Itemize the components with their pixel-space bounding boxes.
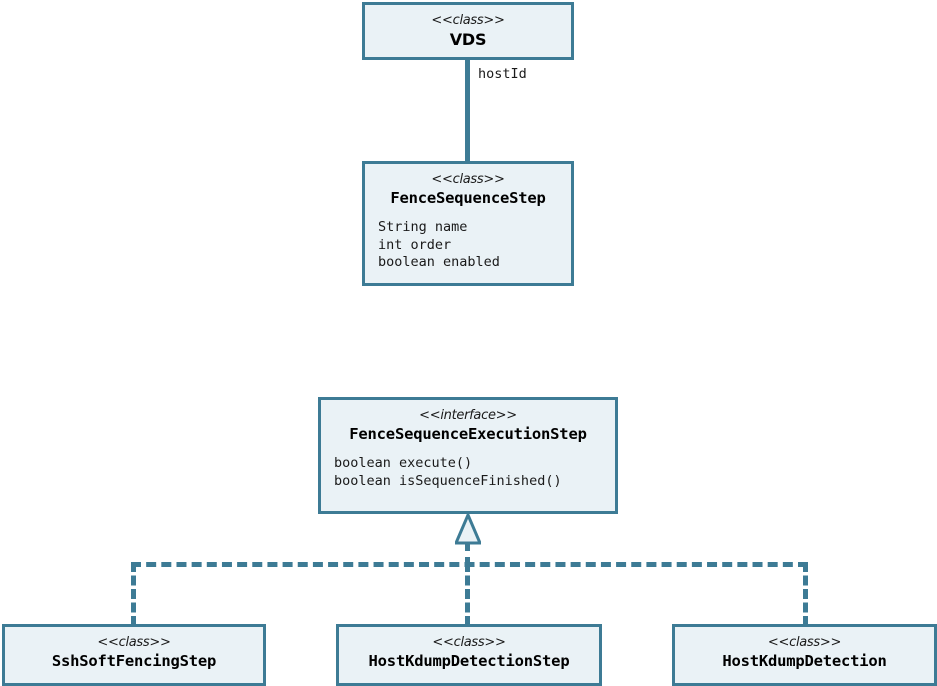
association-label-hostid: hostId (478, 66, 527, 82)
member-line: boolean execute() (334, 455, 473, 471)
class-header-host-kdump-detection-step: <<class>> HostKdumpDetectionStep (339, 627, 599, 678)
interface-name-label: FenceSequenceExecutionStep (349, 425, 587, 443)
realization-line-to-ssh-soft-fencing-step (131, 562, 136, 626)
realization-line-to-host-kdump-detection (803, 562, 808, 626)
stereotype-label: <<class>> (431, 172, 505, 187)
class-name-label: FenceSequenceStep (390, 189, 546, 207)
member-line: boolean isSequenceFinished() (334, 472, 562, 489)
stereotype-label: <<class>> (767, 635, 842, 650)
class-box-vds[interactable]: <<class>> VDS (362, 2, 574, 60)
class-name-label: SshSoftFencingStep (51, 652, 217, 670)
class-header-vds: <<class>> VDS (365, 5, 571, 56)
interface-box-fence-sequence-execution-step[interactable]: <<interface>> FenceSequenceExecutionStep… (318, 397, 618, 514)
class-header-host-kdump-detection: <<class>> HostKdumpDetection (675, 627, 934, 678)
member-line: String name (378, 219, 468, 235)
interface-members: boolean execute() boolean isSequenceFini… (321, 451, 615, 498)
realization-line-stem (465, 541, 470, 567)
realization-arrowhead-icon (455, 514, 481, 545)
realization-line-to-host-kdump-detection-step (465, 562, 470, 626)
member-line: boolean enabled (378, 254, 500, 270)
stereotype-label: <<class>> (431, 13, 505, 28)
interface-header: <<interface>> FenceSequenceExecutionStep (321, 400, 615, 451)
member-line: int order (378, 236, 452, 253)
class-box-host-kdump-detection-step[interactable]: <<class>> HostKdumpDetectionStep (336, 624, 602, 686)
stereotype-label: <<interface>> (419, 408, 517, 423)
class-name-label: VDS (449, 30, 487, 49)
class-box-host-kdump-detection[interactable]: <<class>> HostKdumpDetection (672, 624, 937, 686)
class-header-fence-sequence-step: <<class>> FenceSequenceStep (365, 164, 571, 215)
class-name-label: HostKdumpDetectionStep (368, 652, 570, 670)
class-members-fence-sequence-step: String name int order boolean enabled (365, 215, 571, 280)
class-name-label: HostKdumpDetection (722, 652, 887, 670)
class-header-ssh-soft-fencing-step: <<class>> SshSoftFencingStep (5, 627, 263, 678)
association-line-hostid (465, 58, 470, 163)
class-box-ssh-soft-fencing-step[interactable]: <<class>> SshSoftFencingStep (2, 624, 266, 686)
stereotype-label: <<class>> (432, 635, 506, 650)
stereotype-label: <<class>> (97, 635, 171, 650)
class-box-fence-sequence-step[interactable]: <<class>> FenceSequenceStep String name … (362, 161, 574, 286)
